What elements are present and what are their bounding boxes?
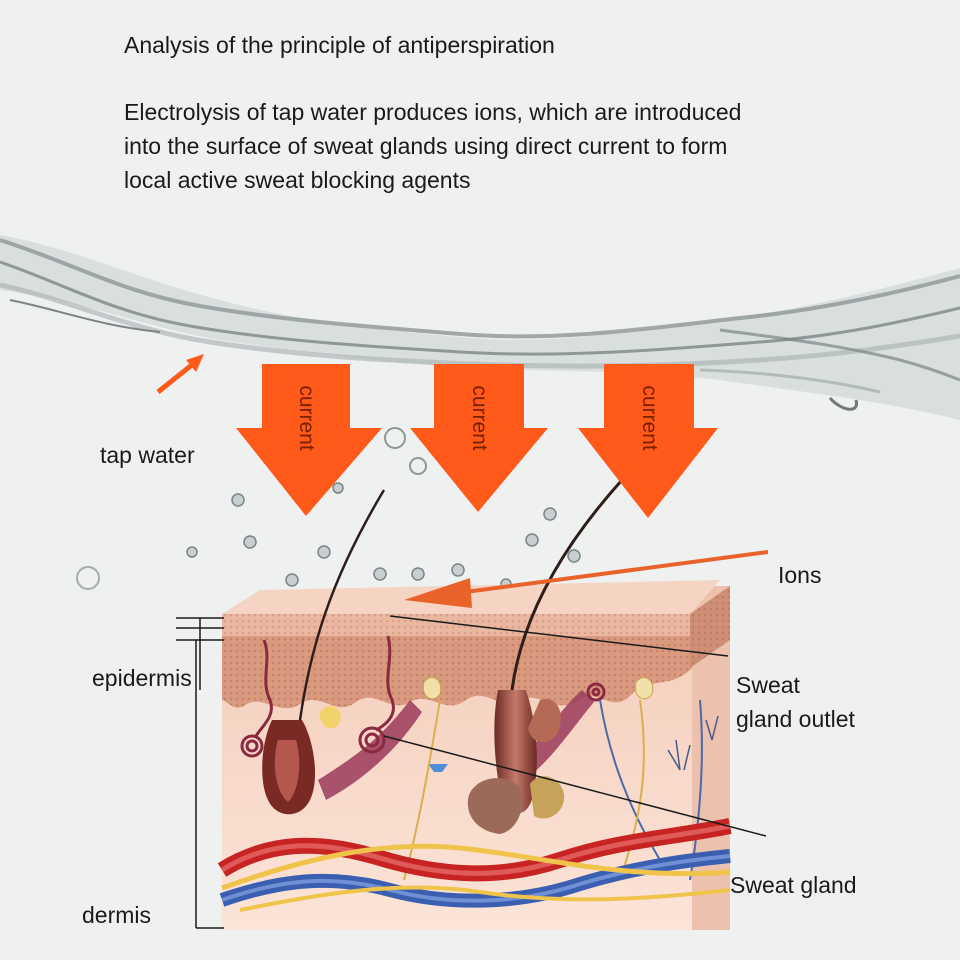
current-label-2: current (468, 385, 491, 451)
current-arrow-2 (410, 364, 548, 512)
page-title: Analysis of the principle of antiperspir… (124, 32, 555, 58)
current-arrow-1 (236, 364, 382, 516)
label-epidermis: epidermis (92, 665, 192, 691)
label-sweat-gland-outlet-line-2: gland outlet (736, 706, 855, 732)
skin-block (217, 478, 732, 930)
current-label-3: current (638, 385, 661, 451)
description-line-2: into the surface of sweat glands using d… (124, 133, 728, 159)
current-arrow-3 (578, 364, 718, 518)
description-line-1: Electrolysis of tap water produces ions,… (124, 99, 742, 125)
label-sweat-gland-outlet: Sweat gland outlet (736, 668, 855, 736)
leader-lines (176, 615, 767, 929)
current-label-1: current (295, 385, 318, 451)
label-sweat-gland: Sweat gland (730, 872, 857, 898)
label-ions: Ions (778, 562, 822, 588)
label-sweat-gland-outlet-line-1: Sweat (736, 672, 800, 698)
ions-pointer (404, 550, 769, 608)
current-arrows (236, 364, 718, 518)
description-line-3: local active sweat blocking agents (124, 167, 471, 193)
tap-water-pointer (156, 354, 204, 394)
water-surface (0, 235, 960, 420)
description: Electrolysis of tap water produces ions,… (124, 95, 844, 197)
label-tap-water: tap water (100, 442, 195, 468)
label-dermis: dermis (82, 902, 152, 928)
